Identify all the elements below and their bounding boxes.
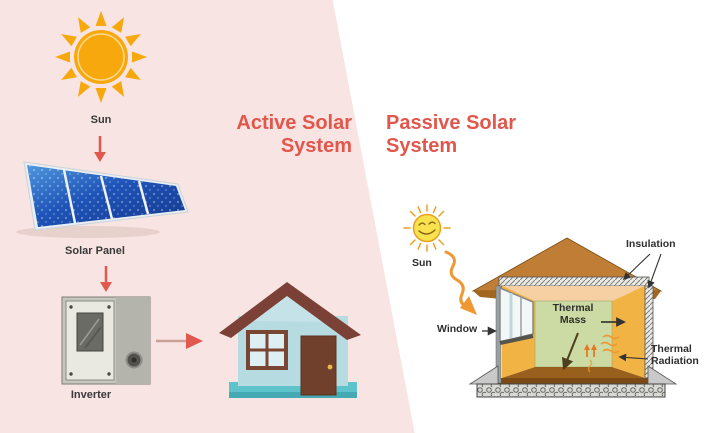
solar-panel-label: Solar Panel bbox=[65, 245, 125, 257]
roof-insulation-layer bbox=[498, 276, 650, 287]
passive-house-diagram bbox=[468, 237, 678, 398]
foundation-slab bbox=[476, 383, 666, 398]
right-arrow-inverter-to-house-icon bbox=[156, 333, 203, 349]
sunlight-wavy-arrow-icon bbox=[444, 250, 477, 315]
thermal-radiation-label: Thermal Radiation bbox=[651, 343, 699, 367]
passive-solar-title: Passive Solar System bbox=[386, 112, 517, 157]
inverter-label: Inverter bbox=[70, 389, 112, 401]
right-wall-shape bbox=[612, 286, 645, 378]
insulation-pointer-arrow-wall bbox=[647, 253, 662, 289]
down-arrow-panel-to-inverter-icon bbox=[100, 266, 112, 292]
insulation-label: Insulation bbox=[626, 238, 676, 250]
window-label: Window bbox=[437, 323, 478, 335]
down-arrow-sun-to-panel-icon bbox=[94, 136, 106, 162]
solar-panel-icon bbox=[16, 161, 189, 238]
passive-sun-icon bbox=[403, 204, 451, 252]
passive-sun-label: Sun bbox=[412, 257, 432, 269]
heat-rise-arrows-icon bbox=[584, 344, 597, 357]
insulation-pointer-arrow-roof bbox=[622, 253, 651, 281]
active-sun-label: Sun bbox=[90, 114, 112, 126]
thermal-radiation-waves-icon bbox=[587, 334, 620, 373]
active-solar-title: Active Solar System bbox=[236, 112, 352, 157]
thermal-radiation-pointer-arrow bbox=[618, 353, 649, 362]
window-glass bbox=[499, 286, 534, 343]
floor-shape bbox=[502, 367, 645, 378]
thermal-mass-wall bbox=[534, 300, 613, 368]
active-house-icon bbox=[219, 282, 361, 398]
thermal-mass-arrow-floor bbox=[561, 332, 579, 371]
inverter-icon bbox=[61, 296, 151, 385]
ceiling-shape bbox=[502, 286, 645, 301]
active-sun-icon bbox=[55, 11, 147, 103]
thermal-mass-label: Thermal Mass bbox=[552, 302, 594, 326]
